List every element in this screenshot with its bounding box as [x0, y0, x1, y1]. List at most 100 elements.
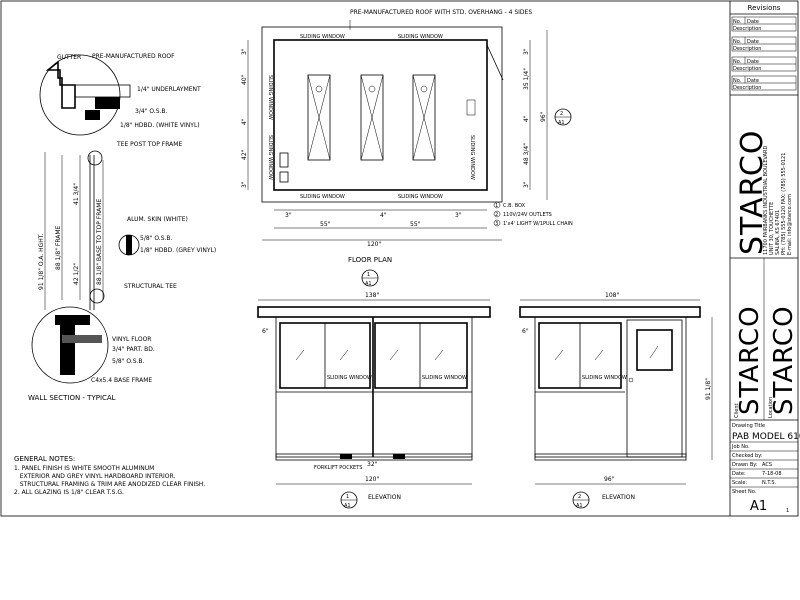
- sheet-border: [0, 0, 799, 517]
- detail-bubble-top: [39, 54, 121, 136]
- rev-no-3: No.: [733, 59, 742, 65]
- general-notes: GENERAL NOTES: 1. PANEL FINISH IS WHITE …: [14, 455, 205, 496]
- notes-line-4: 2. ALL GLAZING IS 1/8" CLEAR T.S.G.: [14, 489, 124, 496]
- door-glass: [636, 329, 673, 371]
- company-logo: STARCO: [735, 130, 770, 255]
- front-window-label-l: SLIDING WINDOW: [327, 375, 372, 381]
- side-roof: [519, 306, 701, 318]
- front-wall: [275, 316, 473, 458]
- dim-right-a: 3": [523, 48, 530, 55]
- address-line-4: PH: (785) 555-0120 FAX: (785) 555-0121: [781, 153, 787, 255]
- location-label: Location: [768, 397, 774, 418]
- dim-bottom-c: 4": [380, 212, 387, 219]
- dim-bottom-e: 3": [455, 212, 462, 219]
- drawn-by-value: ACS: [762, 462, 772, 468]
- drawn-by-label: Drawn By:: [732, 462, 758, 468]
- elev-side-overhang: 6": [522, 328, 529, 335]
- window-right-lower: SLIDING WINDOW: [469, 135, 475, 180]
- wall-outline: [273, 39, 488, 191]
- client-location: Client Location: [734, 397, 774, 418]
- fork-dim: 32": [367, 461, 378, 468]
- rev-desc-3: Description: [733, 66, 761, 72]
- dim-overall-width: 120": [367, 241, 381, 248]
- front-callout: 1 A1: [340, 491, 358, 509]
- front-roof: [257, 306, 491, 318]
- label-hdbd2: 1/8" HDBD. (GREY VINYL): [140, 247, 216, 254]
- notes-header: GENERAL NOTES:: [14, 455, 75, 463]
- dim-lower: 42 1/2": [73, 263, 80, 285]
- window-top-right: SLIDING WINDOW: [398, 34, 443, 40]
- sheet-value: A1: [750, 499, 767, 514]
- legend-sym-2: 2: [495, 212, 498, 218]
- dim-bottom-d: 55": [410, 221, 421, 228]
- address-line-5: E-mail: info@starco.com: [787, 194, 793, 255]
- label-roof: PRE-MANUFACTURED ROOF: [92, 53, 175, 60]
- elev-side-overall: 108": [605, 292, 619, 299]
- elev-front-overhang: 6": [262, 328, 269, 335]
- light-fixture-2: [360, 74, 384, 161]
- job-no-label: Job No.: [731, 444, 750, 450]
- label-base-frame: C4x5.4 BASE FRAME: [91, 377, 152, 384]
- roof-outline: [261, 26, 503, 203]
- dim-overall-depth: 96": [540, 111, 547, 122]
- front-caption: ELEVATION: [368, 494, 401, 501]
- section-callout: 2 A1: [554, 108, 572, 126]
- dim-base-to-top: 88 1/8" BASE TO TOP FRAME: [96, 199, 103, 285]
- dim-right-e: 3": [523, 181, 530, 188]
- side-window-label: SLIDING WINDOW: [582, 375, 627, 381]
- address-line-3: SALINA, KS 67401: [775, 210, 781, 255]
- dim-right-c: 4": [523, 115, 530, 122]
- wall-section: 91 1/8" O.A. HGHT. 88 1/8" FRAME 41 3/4"…: [28, 53, 216, 402]
- dim-upper: 41 3/4": [73, 183, 80, 205]
- rev-date-1: Date: [747, 19, 759, 25]
- side-callout: 2 A1: [572, 491, 590, 509]
- window-bottom-left: SLIDING WINDOW: [300, 194, 345, 200]
- floor-plan-caption: FLOOR PLAN: [348, 256, 392, 264]
- dim-frame: 88 1/8" FRAME: [55, 225, 62, 270]
- plan-callout: 1 A1: [361, 269, 379, 287]
- section-callout-sheet: A1: [558, 120, 565, 126]
- section-callout-num: 2: [560, 111, 563, 117]
- notes-line-3: STRUCTURAL FRAMING & TRIM ARE ANODIZED C…: [14, 481, 205, 488]
- rev-date-2: Date: [747, 39, 759, 45]
- window-bottom-right: SLIDING WINDOW: [398, 194, 443, 200]
- dim-left-c: 4": [241, 118, 248, 125]
- address-line-1: 11700 FAIRBANKS INDUSTRIAL BOULEVARD: [763, 146, 769, 255]
- legend-text-3: 1'x4' LIGHT W/1PULL CHAIN: [503, 221, 573, 227]
- dim-left-a: 3": [241, 48, 248, 55]
- revision-rows: No. Date Description No. Date Descriptio…: [731, 16, 797, 91]
- label-hdbd1: 1/8" HDBD. (WHITE VINYL): [120, 122, 200, 129]
- client-value: STARCO: [735, 305, 765, 415]
- notes-line-2: EXTERIOR AND GREY VINYL HARDBOARD INTERI…: [14, 473, 175, 480]
- rev-no-2: No.: [733, 39, 742, 45]
- company-address: 11700 FAIRBANKS INDUSTRIAL BOULEVARD UNI…: [763, 146, 793, 255]
- title-block: Revisions No. Date Description No. Date …: [730, 4, 800, 514]
- rev-no-4: No.: [733, 78, 742, 84]
- window-left-upper: SLIDING WINDOW: [267, 75, 273, 120]
- forklift-label: FORKLIFT POCKETS: [314, 465, 362, 471]
- detail-bubble-bottom: [31, 306, 109, 384]
- svg-text:STARCO: STARCO: [769, 305, 799, 415]
- door-handle: [628, 377, 634, 383]
- light-fixture-3: [412, 74, 436, 161]
- front-window-label-r: SLIDING WINDOW: [422, 375, 467, 381]
- label-osb1: 3/4" O.S.B.: [135, 108, 168, 115]
- company-logo-text: STARCO: [735, 130, 770, 255]
- drawing-title-value: PAB MODEL 610: [732, 432, 800, 442]
- side-caption: ELEVATION: [602, 494, 635, 501]
- legend-text-2: 110V/24V OUTLETS: [503, 212, 552, 218]
- front-callout-num: 1: [346, 494, 349, 500]
- rev-desc-1: Description: [733, 26, 761, 32]
- legend-text-1: C.B. BOX: [503, 203, 526, 209]
- elev-front-overall: 138": [365, 292, 379, 299]
- window-left-lower: SLIDING WINDOW: [267, 135, 273, 180]
- rev-desc-2: Description: [733, 46, 761, 52]
- window-top-left: SLIDING WINDOW: [300, 34, 345, 40]
- label-osb3: 5/8" O.S.B.: [112, 358, 145, 365]
- label-tee-post: TEE POST TOP FRAME: [116, 141, 182, 148]
- dim-bottom-a: 3": [285, 212, 292, 219]
- label-vinyl-floor: VINYL FLOOR: [112, 336, 151, 343]
- plan-callout-sheet: A1: [365, 281, 372, 287]
- dim-bottom-b: 55": [320, 221, 331, 228]
- client-label: Client: [734, 403, 740, 418]
